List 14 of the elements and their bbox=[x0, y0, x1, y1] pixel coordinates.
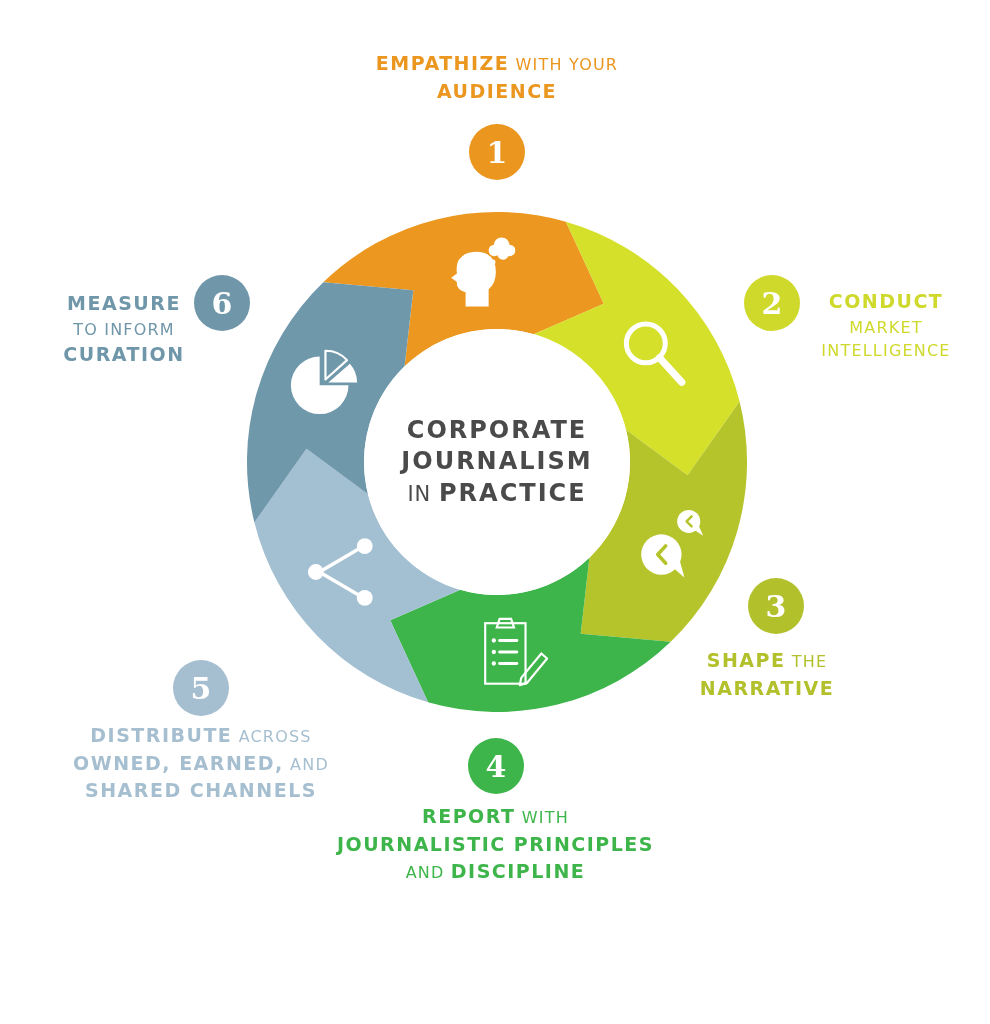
step-number: 3 bbox=[748, 578, 804, 634]
step-label: REPORT WITH JOURNALISTIC PRINCIPLES AND DISCIPLINE bbox=[336, 804, 655, 885]
step-label: EMPATHIZE WITH YOUR AUDIENCE bbox=[374, 51, 620, 104]
step-number: 2 bbox=[744, 275, 800, 331]
arrow-segment bbox=[323, 212, 604, 367]
step-number: 6 bbox=[194, 275, 250, 331]
step-label: DISTRIBUTE ACROSS OWNED, EARNED, AND SHARED CHANNELS bbox=[72, 723, 330, 804]
step-number: 1 bbox=[469, 124, 525, 180]
step-number: 4 bbox=[468, 738, 524, 794]
step-label: SHAPE THE NARRATIVE bbox=[698, 648, 836, 701]
step-label: CONDUCT MARKET INTELLIGENCE bbox=[820, 289, 952, 362]
step-label: MEASURE TO INFORM CURATION bbox=[62, 291, 186, 367]
step-number: 5 bbox=[173, 660, 229, 716]
arrow-segment bbox=[390, 557, 671, 712]
